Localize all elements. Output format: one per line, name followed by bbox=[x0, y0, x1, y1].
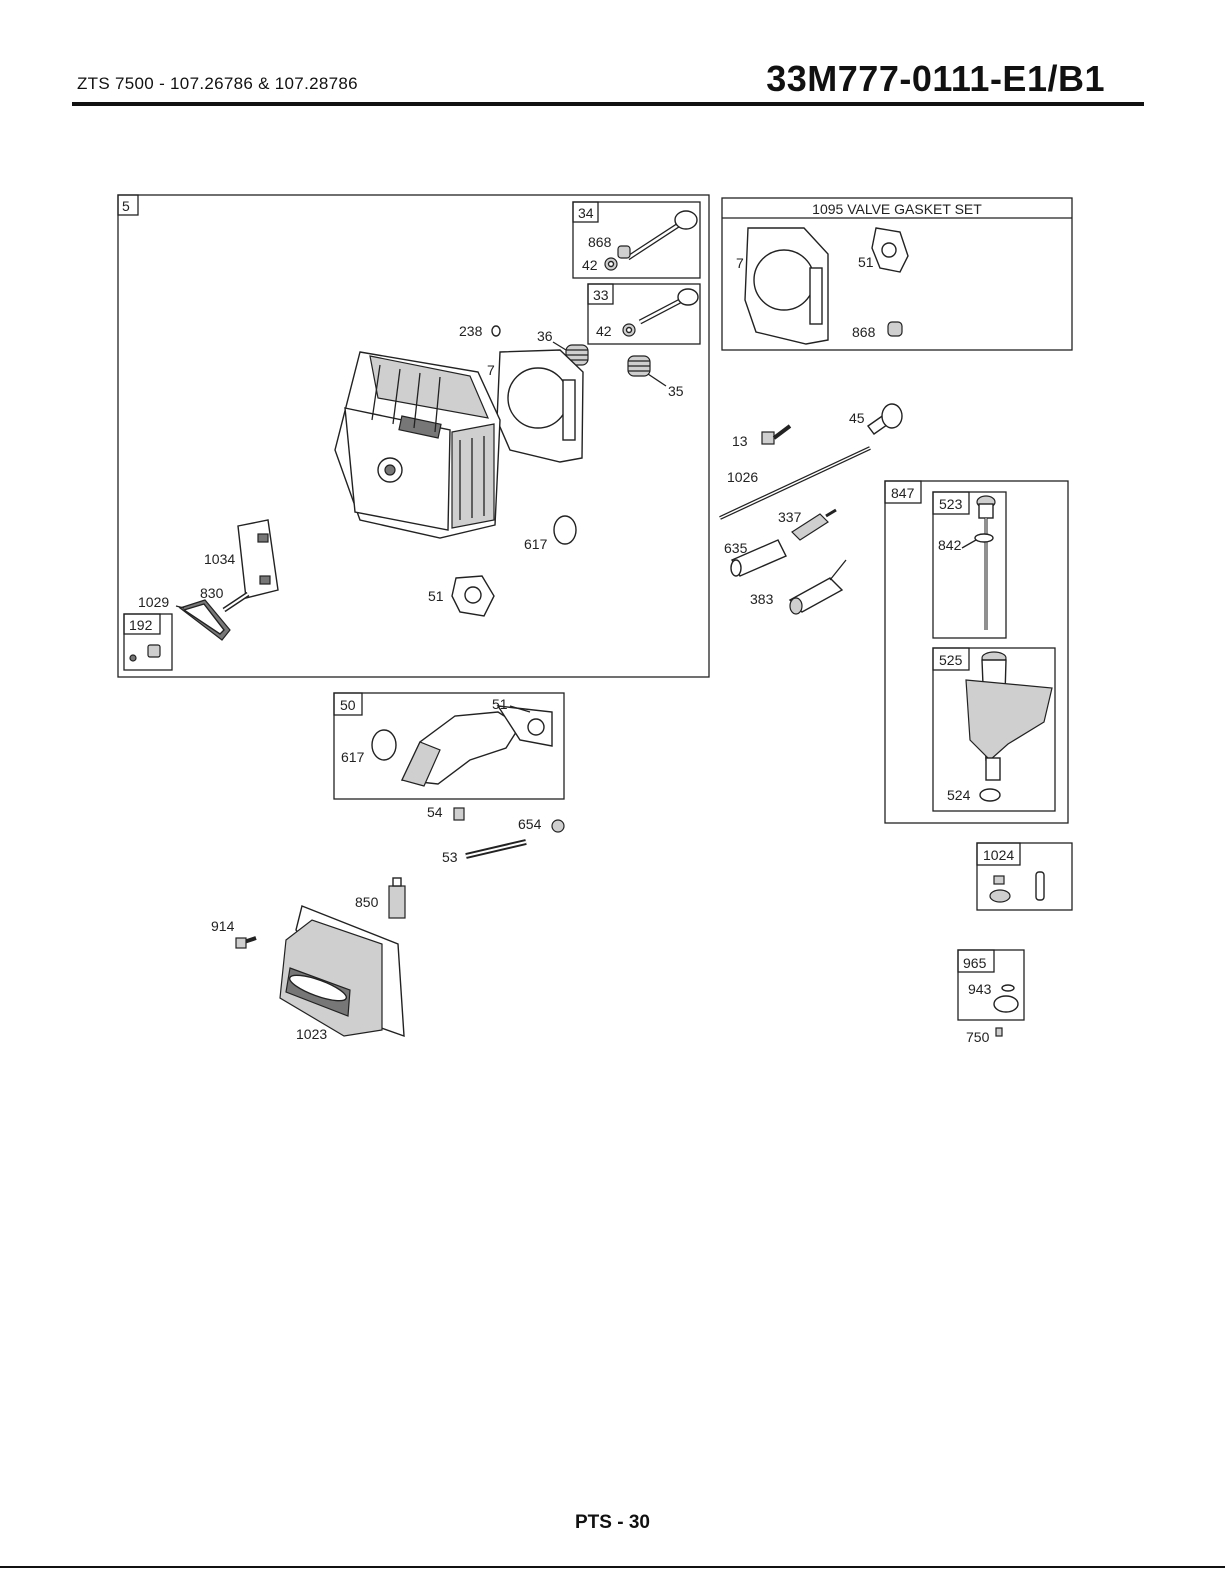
intake-manifold-icon bbox=[402, 706, 552, 786]
cylinder-head-icon bbox=[335, 352, 500, 538]
label-337: 337 bbox=[778, 509, 802, 525]
o-ring-617b-icon bbox=[372, 730, 396, 760]
label-51a: 51 bbox=[428, 588, 444, 604]
loose-valve-train-parts: 13 45 1026 337 635 383 bbox=[720, 404, 902, 614]
label-1026: 1026 bbox=[727, 469, 758, 485]
o-ring-842-icon bbox=[975, 534, 993, 542]
dipstick-tube-525-icon bbox=[966, 652, 1052, 780]
plug-238-icon bbox=[492, 326, 500, 336]
label-42b: 42 bbox=[596, 323, 612, 339]
screw-192-icon bbox=[148, 645, 160, 657]
label-7a: 7 bbox=[487, 362, 495, 378]
retainer-42a-icon bbox=[605, 258, 617, 270]
label-383: 383 bbox=[750, 591, 774, 607]
stud-53-icon bbox=[466, 842, 526, 856]
head-gasket-7b-icon bbox=[745, 228, 828, 344]
label-617b: 617 bbox=[341, 749, 365, 765]
screw-13-icon bbox=[762, 426, 790, 444]
valve-intake-icon bbox=[640, 289, 698, 322]
box-847-tag: 847 bbox=[891, 485, 915, 501]
box-1024-tag: 1024 bbox=[983, 847, 1014, 863]
valve-cover-1023-icon bbox=[280, 906, 404, 1036]
head-gasket-icon bbox=[497, 350, 583, 462]
valve-seal-868b-icon bbox=[888, 322, 902, 336]
label-842: 842 bbox=[938, 537, 962, 553]
box-33-tag: 33 bbox=[593, 287, 609, 303]
screw-54-icon bbox=[454, 808, 464, 820]
label-850: 850 bbox=[355, 894, 379, 910]
spark-plug-boot-383-icon bbox=[790, 560, 846, 614]
box-523-tag: 523 bbox=[939, 496, 963, 512]
washer-192-icon bbox=[130, 655, 136, 661]
valve-seal-868-icon bbox=[618, 246, 630, 258]
nut-654-icon bbox=[552, 820, 564, 832]
bottom-rule bbox=[0, 1566, 1225, 1568]
label-238: 238 bbox=[459, 323, 483, 339]
intake-fasteners: 54 654 53 bbox=[427, 804, 564, 865]
box-1024: 1024 bbox=[977, 843, 1072, 910]
label-7b: 7 bbox=[736, 255, 744, 271]
label-42a: 42 bbox=[582, 257, 598, 273]
dipstick-523-icon bbox=[977, 496, 995, 630]
intake-gasket-51a-icon bbox=[452, 576, 494, 616]
screw-750-icon bbox=[996, 1028, 1002, 1036]
label-943: 943 bbox=[968, 981, 992, 997]
label-617a: 617 bbox=[524, 536, 548, 552]
label-13: 13 bbox=[732, 433, 748, 449]
label-868b: 868 bbox=[852, 324, 876, 340]
box-34-tag: 34 bbox=[578, 205, 594, 221]
label-524: 524 bbox=[947, 787, 971, 803]
plate-1034-icon bbox=[238, 520, 278, 598]
box-valve-gasket-set: 1095 VALVE GASKET SET 7 51 868 bbox=[722, 198, 1072, 350]
box-50-intake: 50 51 617 bbox=[334, 693, 564, 799]
filter-850-icon bbox=[389, 878, 405, 918]
tappet-45-icon bbox=[868, 404, 902, 434]
box-192-tag: 192 bbox=[129, 617, 153, 633]
box-847-dipstick: 847 523 842 525 524 bbox=[885, 481, 1068, 823]
stud-830-icon bbox=[224, 594, 248, 610]
valve-cover-area: 850 914 1023 bbox=[211, 878, 405, 1042]
box-965: 965 943 750 bbox=[958, 950, 1024, 1045]
label-868a: 868 bbox=[588, 234, 612, 250]
breather-1029-icon bbox=[180, 600, 230, 640]
oil-drain-1024-icon bbox=[990, 872, 1044, 902]
label-36: 36 bbox=[537, 328, 553, 344]
label-35: 35 bbox=[668, 383, 684, 399]
label-51c: 51 bbox=[492, 696, 508, 712]
valve-exhaust-icon bbox=[628, 211, 697, 258]
box-50-tag: 50 bbox=[340, 697, 356, 713]
box-5-cylinder-head: 5 34 868 42 33 42 23 bbox=[118, 195, 709, 677]
label-635: 635 bbox=[724, 540, 748, 556]
page-number: PTS - 30 bbox=[0, 1512, 1225, 1534]
label-654: 654 bbox=[518, 816, 542, 832]
label-45: 45 bbox=[849, 410, 865, 426]
label-51b: 51 bbox=[858, 254, 874, 270]
label-54: 54 bbox=[427, 804, 443, 820]
label-53: 53 bbox=[442, 849, 458, 865]
valve-spring-35-icon bbox=[628, 356, 650, 376]
box-525-tag: 525 bbox=[939, 652, 963, 668]
valve-gasket-set-title: 1095 VALVE GASKET SET bbox=[812, 201, 982, 217]
label-1034: 1034 bbox=[204, 551, 235, 567]
label-1023: 1023 bbox=[296, 1026, 327, 1042]
cover-965-icon bbox=[994, 996, 1018, 1012]
label-914: 914 bbox=[211, 918, 235, 934]
box-965-tag: 965 bbox=[963, 955, 987, 971]
label-750: 750 bbox=[966, 1029, 990, 1045]
o-ring-943-icon bbox=[1002, 985, 1014, 991]
o-ring-524-icon bbox=[980, 789, 1000, 801]
label-830: 830 bbox=[200, 585, 224, 601]
retainer-42b-icon bbox=[623, 324, 635, 336]
intake-gasket-51b-icon bbox=[872, 228, 908, 272]
box-5-tag: 5 bbox=[122, 198, 130, 214]
o-ring-617a-icon bbox=[554, 516, 576, 544]
label-1029: 1029 bbox=[138, 594, 169, 610]
screw-914-icon bbox=[236, 938, 256, 948]
